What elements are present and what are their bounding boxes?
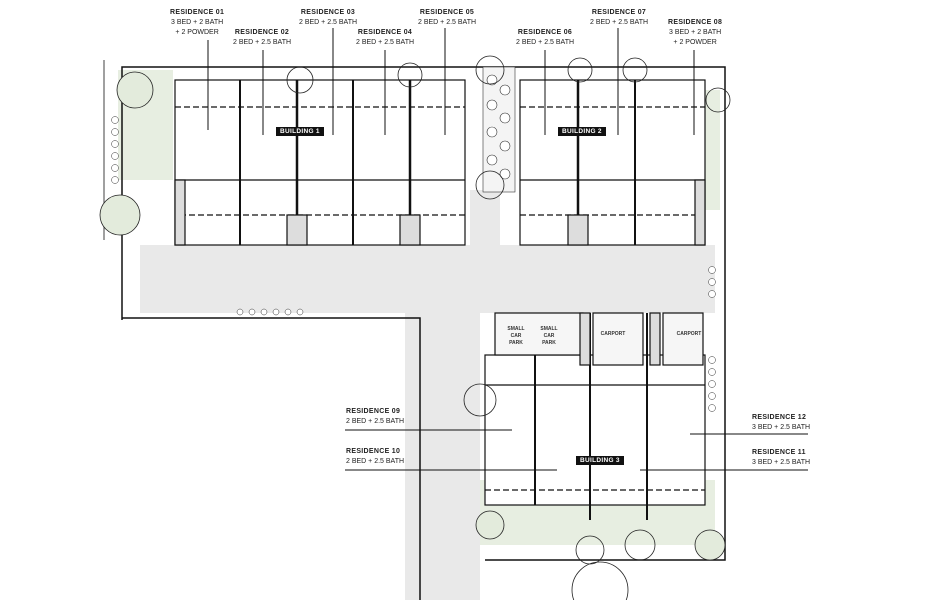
residence-detail: 2 BED + 2.5 BATH bbox=[516, 39, 575, 46]
hedge-rows bbox=[111, 116, 716, 412]
carport-label: CARPORT bbox=[600, 331, 626, 337]
residence-detail: 2 BED + 2.5 BATH bbox=[590, 19, 649, 26]
label-residence-03: RESIDENCE 03 2 BED + 2.5 BATH bbox=[299, 8, 357, 28]
carport-label: CARPORT bbox=[676, 331, 702, 337]
residence-title: RESIDENCE 09 bbox=[346, 408, 401, 415]
building-2-tag: BUILDING 2 bbox=[558, 127, 606, 136]
label-residence-11: RESIDENCE 11 3 BED + 2.5 BATH bbox=[752, 448, 810, 468]
residence-detail: 2 BED + 2.5 BATH bbox=[418, 19, 477, 26]
label-residence-06: RESIDENCE 06 2 BED + 2.5 BATH bbox=[516, 28, 574, 48]
residence-title: RESIDENCE 07 bbox=[591, 9, 647, 16]
residence-detail: 2 BED + 2.5 BATH bbox=[356, 39, 415, 46]
building-3-tag: BUILDING 3 bbox=[576, 456, 624, 465]
label-residence-10: RESIDENCE 10 2 BED + 2.5 BATH bbox=[346, 447, 404, 467]
residence-detail: + 2 POWDER bbox=[673, 39, 717, 46]
small-car-park-label: SMALL CAR PARK bbox=[507, 326, 525, 346]
residence-title: RESIDENCE 04 bbox=[357, 29, 413, 36]
building-1-tag: BUILDING 1 bbox=[276, 127, 324, 136]
leader-lines bbox=[207, 28, 808, 471]
residence-title: RESIDENCE 01 bbox=[170, 9, 225, 16]
building-3 bbox=[484, 312, 706, 520]
label-residence-07: RESIDENCE 07 2 BED + 2.5 BATH bbox=[590, 8, 648, 28]
building-2 bbox=[519, 79, 706, 246]
label-residence-02: RESIDENCE 02 2 BED + 2.5 BATH bbox=[233, 28, 291, 48]
residence-detail: 2 BED + 2.5 BATH bbox=[233, 39, 292, 46]
residence-detail: 3 BED + 2.5 BATH bbox=[752, 459, 811, 466]
residence-title: RESIDENCE 10 bbox=[346, 448, 401, 455]
residence-detail: + 2 POWDER bbox=[175, 29, 219, 36]
label-residence-08: RESIDENCE 08 3 BED + 2 BATH + 2 POWDER bbox=[668, 18, 722, 48]
residence-detail: 3 BED + 2.5 BATH bbox=[752, 424, 811, 431]
residence-detail: 2 BED + 2.5 BATH bbox=[346, 458, 405, 465]
label-residence-12: RESIDENCE 12 3 BED + 2.5 BATH bbox=[752, 413, 810, 433]
small-car-park-label: SMALL CAR PARK bbox=[540, 326, 558, 346]
residence-title: RESIDENCE 08 bbox=[668, 19, 723, 26]
residence-title: RESIDENCE 06 bbox=[517, 29, 573, 36]
residence-title: RESIDENCE 02 bbox=[234, 29, 290, 36]
driveway bbox=[140, 190, 715, 600]
residence-detail: 2 BED + 2.5 BATH bbox=[299, 19, 358, 26]
residence-detail: 2 BED + 2.5 BATH bbox=[346, 418, 405, 425]
residence-title: RESIDENCE 11 bbox=[752, 449, 806, 456]
label-residence-01: RESIDENCE 01 3 BED + 2 BATH + 2 POWDER bbox=[170, 8, 224, 38]
trees bbox=[99, 55, 731, 600]
building-1 bbox=[174, 79, 466, 246]
label-residence-05: RESIDENCE 05 2 BED + 2.5 BATH bbox=[418, 8, 476, 28]
residence-title: RESIDENCE 12 bbox=[752, 414, 807, 421]
residence-detail: 3 BED + 2 BATH bbox=[668, 29, 722, 36]
planting-strip bbox=[482, 66, 516, 193]
residence-title: RESIDENCE 05 bbox=[419, 9, 475, 16]
label-residence-09: RESIDENCE 09 2 BED + 2.5 BATH bbox=[346, 407, 404, 427]
label-residence-04: RESIDENCE 04 2 BED + 2.5 BATH bbox=[356, 28, 414, 48]
residence-detail: 3 BED + 2 BATH bbox=[170, 19, 224, 26]
residence-title: RESIDENCE 03 bbox=[300, 9, 356, 16]
